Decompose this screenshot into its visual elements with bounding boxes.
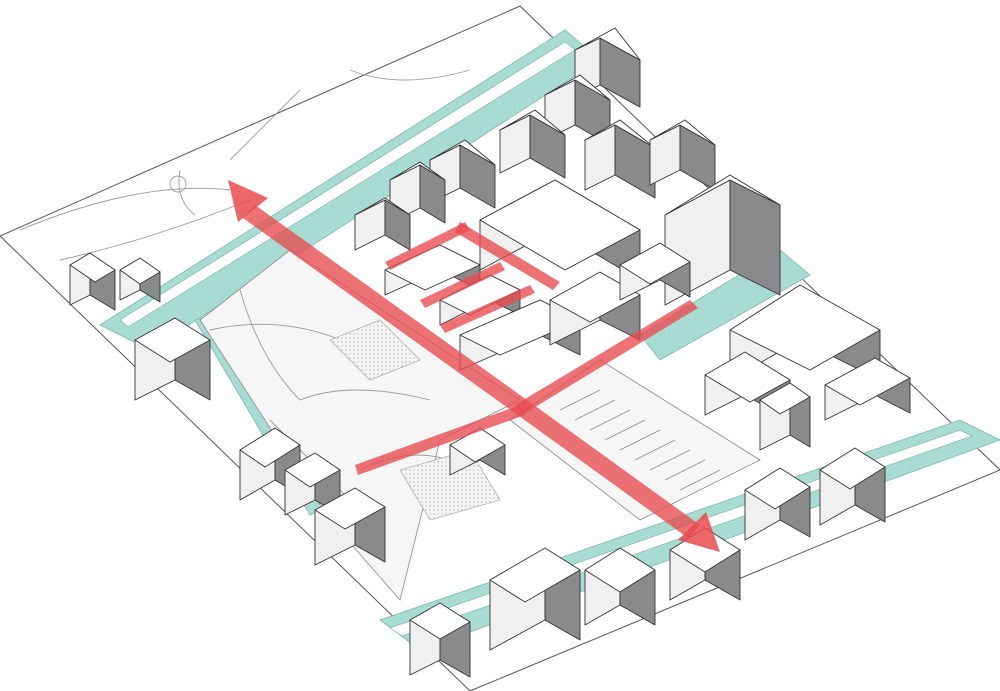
building-block	[314, 487, 386, 566]
building-block	[649, 119, 716, 191]
building-block	[354, 197, 411, 251]
building-blocks	[69, 27, 911, 678]
building-block	[704, 351, 791, 421]
building-block	[619, 242, 691, 301]
arrowhead-southeast	[678, 512, 720, 552]
building-block	[584, 119, 656, 199]
arrowhead-northwest	[228, 180, 268, 222]
park-paved-area	[329, 319, 421, 381]
building-block	[819, 447, 886, 526]
building-block	[744, 467, 811, 541]
building-block	[489, 547, 581, 651]
building-block	[119, 257, 161, 303]
building-block	[544, 74, 611, 146]
building-block	[549, 271, 641, 346]
plaza-area	[19, 69, 471, 261]
building-block	[239, 427, 301, 501]
park-area	[199, 249, 521, 601]
building-block	[449, 427, 506, 476]
building-block	[759, 382, 811, 451]
building-block	[499, 109, 566, 179]
building-block	[584, 547, 656, 626]
building-block	[409, 602, 471, 678]
building-block	[134, 317, 211, 401]
building-block	[69, 252, 116, 311]
red-secondary-axes	[355, 222, 698, 475]
red-main-axis-arrow	[228, 180, 720, 552]
building-block	[824, 357, 911, 421]
building-block	[574, 27, 641, 108]
